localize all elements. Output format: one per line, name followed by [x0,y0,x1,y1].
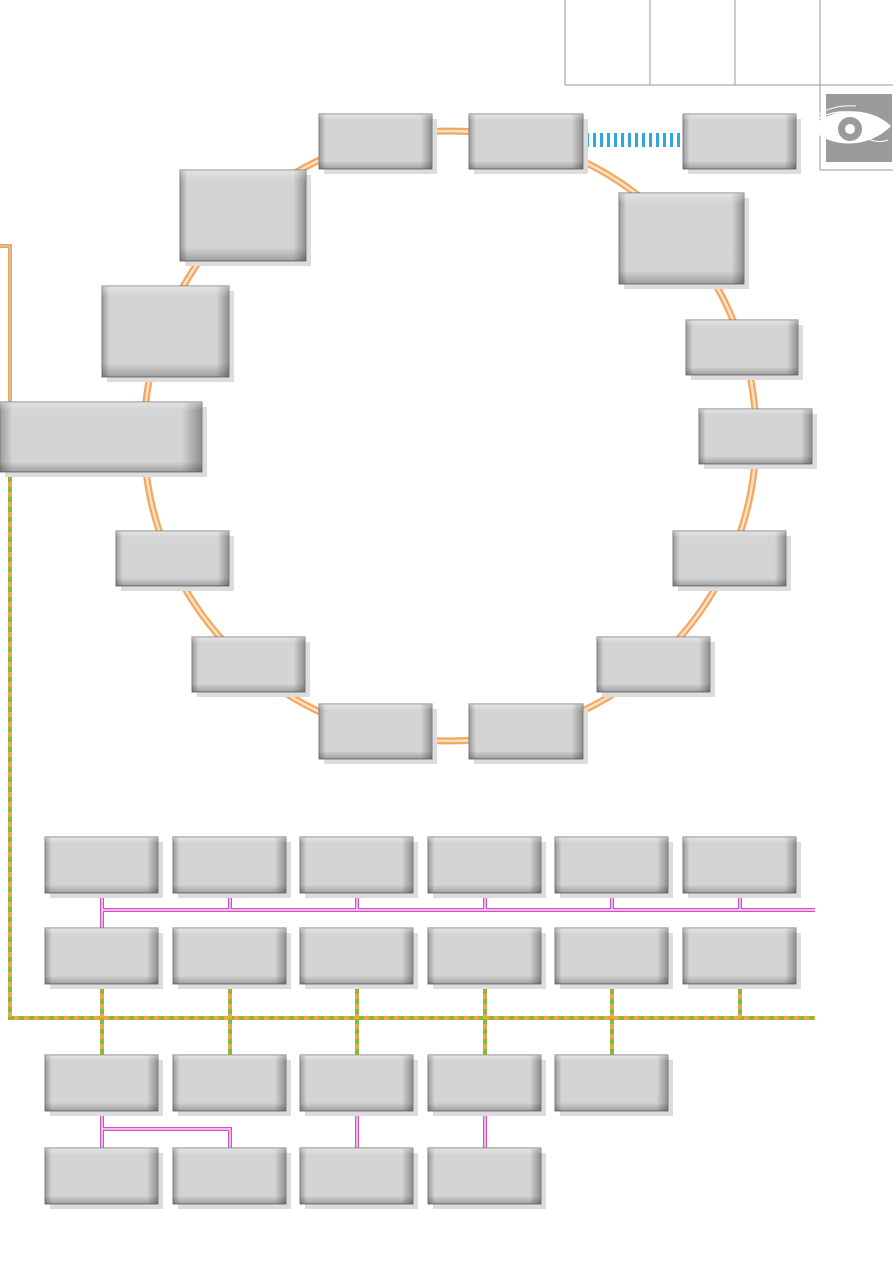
bus-node-r2-c4 [427,927,546,989]
bus-node-r4-c1 [44,1147,163,1209]
ring-node-10 [115,530,234,591]
bus-node-r4-c4 [427,1147,546,1209]
ring-node-9 [698,408,817,469]
bus-node-r3-c2 [172,1054,291,1116]
bus-node-r1-c2 [172,836,291,898]
bus-node-r3-c3 [299,1054,418,1116]
left-upper-link [0,244,12,402]
ring-node-2 [468,113,588,174]
ring-node-4 [179,169,311,266]
backbone-bus [8,472,815,1055]
eye-icon [810,94,892,162]
bus-node-r4-c3 [299,1147,418,1209]
ring-node-14 [318,703,437,764]
ring-node-5 [618,192,749,289]
nodes-layer [0,113,817,1209]
magenta-bus [100,893,815,1148]
bus-node-r1-c5 [554,836,673,898]
bus-node-r2-c5 [554,927,673,989]
bus-node-r1-c4 [427,836,546,898]
bus-node-r2-c3 [299,927,418,989]
ring-node-1 [318,113,437,174]
bus-node-r1-c1 [44,836,163,898]
ring-node-13 [596,636,715,697]
bus-node-r4-c2 [172,1147,291,1209]
ring-node-8 [0,401,207,477]
ring-node-6 [101,285,234,382]
bus-node-r1-c3 [299,836,418,898]
ring-node-7 [685,319,803,380]
corner-grid [564,0,893,171]
bus-node-r2-c2 [172,927,291,989]
bus-node-r3-c1 [44,1054,163,1116]
ring-node-3 [682,113,801,174]
ring-node-12 [191,636,310,697]
ring-node-15 [468,703,588,764]
bus-node-r3-c4 [427,1054,546,1116]
ring-node-11 [672,530,791,591]
bus-node-r3-c5 [554,1054,673,1116]
bus-node-r1-c6 [682,836,801,898]
bus-node-r2-c1 [44,927,163,989]
bus-node-r2-c6 [682,927,801,989]
